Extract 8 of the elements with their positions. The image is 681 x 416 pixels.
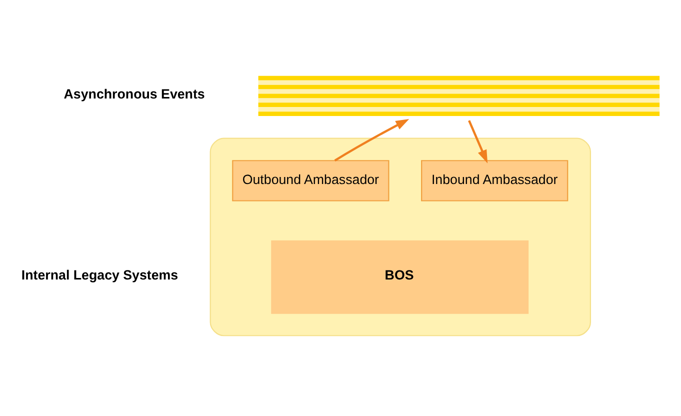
label: Internal Legacy Systems	[21, 267, 178, 282]
node-box: Outbound Ambassador	[232, 160, 390, 202]
arrow	[468, 120, 488, 164]
node-box: Inbound Ambassador	[421, 160, 568, 202]
node-box: BOS	[271, 240, 529, 314]
arrow	[334, 118, 410, 162]
cluster	[210, 138, 592, 336]
label: Asynchronous Events	[64, 86, 205, 102]
